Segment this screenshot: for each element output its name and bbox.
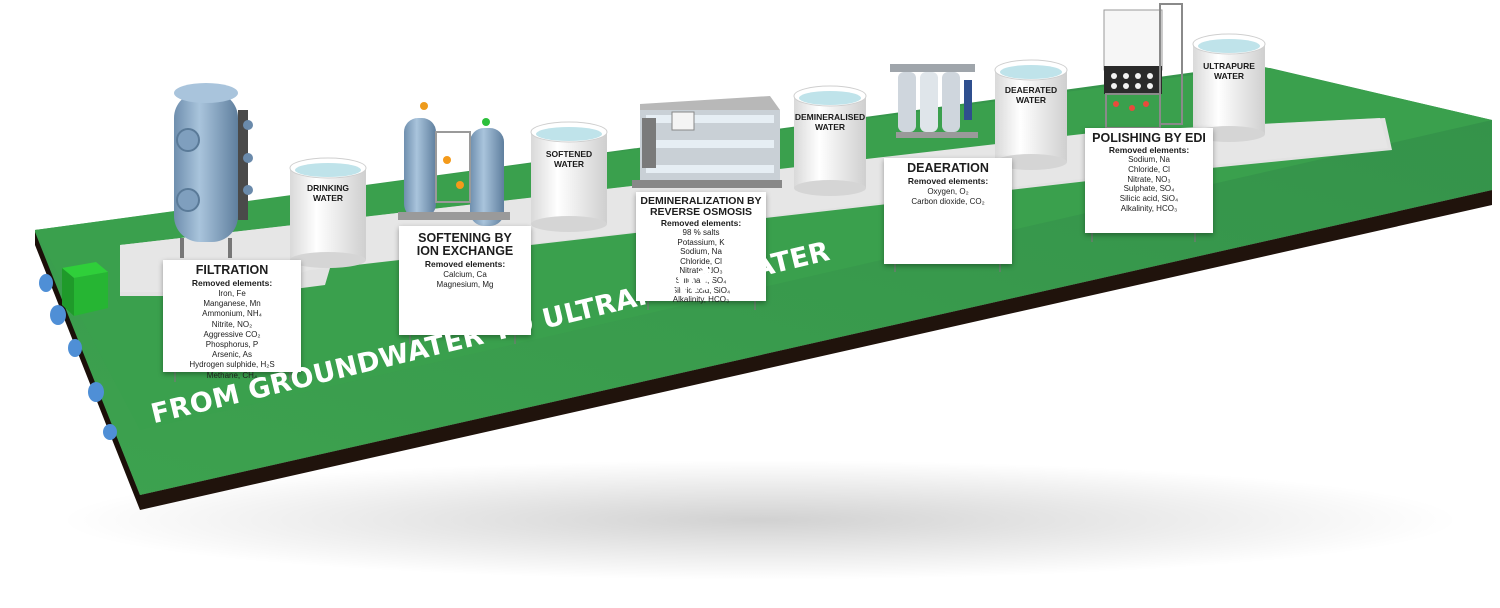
sign-heading: DEAERATION	[907, 161, 989, 175]
softening-vessels	[398, 102, 510, 226]
element-item: Phosphorus, P	[205, 340, 259, 350]
sign-heading: DEMINERALIZATION BY REVERSE OSMOSIS	[640, 195, 762, 218]
element-item: Sulphate, SO₄	[1123, 184, 1175, 194]
removed-label: Removed elements:	[1108, 145, 1190, 155]
soil-left-side	[35, 230, 140, 510]
element-list: Oxygen, O₂ Carbon dioxide, CO₂	[888, 187, 1008, 207]
sign-posts	[174, 233, 1196, 382]
sign-demineralization: DEMINERALIZATION BY REVERSE OSMOSIS Remo…	[636, 192, 766, 304]
element-item: Chloride, Cl	[1128, 164, 1170, 174]
element-item: Manganese, Mn	[203, 299, 261, 309]
element-item: Chloride, Cl	[680, 256, 722, 266]
element-list: Sodium, Na Chloride, Cl Nitrate, NO₃ Sul…	[1089, 155, 1209, 214]
sign-polishing: POLISHING BY EDI Removed elements: Sodiu…	[1085, 128, 1213, 233]
sign-deaeration: DEAERATION Removed elements: Oxygen, O₂ …	[884, 158, 1012, 264]
element-item: Sulphate, SO₄	[675, 275, 727, 285]
sign-filtration: FILTRATION Removed elements: Iron, Fe Ma…	[163, 260, 301, 380]
element-item: Calcium, Ca	[443, 270, 487, 279]
tank-deaerated	[994, 59, 1068, 170]
tank-label-drinking: DRINKING WATER	[306, 183, 350, 203]
tank-demineralised	[793, 85, 867, 196]
element-item: Alkalinity, HCO₃	[672, 295, 730, 305]
element-list: Iron, Fe Manganese, Mn Ammonium, NH₄ Nit…	[167, 289, 297, 381]
element-item: Ammonium, NH₄	[202, 309, 262, 319]
sign-heading: POLISHING BY EDI	[1092, 131, 1206, 145]
element-item: Nitrate, NO₃	[1127, 174, 1171, 184]
element-item: Silicic acid, SiO₄	[671, 285, 731, 295]
sign-softening: SOFTENING BY ION EXCHANGE Removed elemen…	[399, 226, 531, 335]
removed-label: Removed elements:	[660, 218, 742, 228]
element-list: Calcium, Ca Magnesium, Mg	[403, 270, 527, 290]
element-item: Hydrogen sulphide, H₂S	[189, 360, 275, 370]
removed-label: Removed elements:	[907, 176, 989, 186]
filtration-vessel	[174, 83, 253, 258]
element-item: Oxygen, O₂	[927, 187, 969, 196]
tank-label-demineralised: DEMINERALISED WATER	[794, 112, 866, 132]
element-item: Methane, CH₄	[206, 370, 258, 380]
sign-heading: FILTRATION	[195, 263, 269, 277]
tank-ultrapure	[1192, 33, 1266, 142]
removed-label: Removed elements:	[424, 259, 506, 269]
removed-label: Removed elements:	[191, 278, 273, 288]
element-item: Carbon dioxide, CO₂	[911, 197, 985, 207]
element-item: Nitrate, NO₃	[679, 266, 723, 276]
element-list: 98 % salts Potassium, K Sodium, Na Chlor…	[640, 228, 762, 305]
tank-label-softened: SOFTENED WATER	[545, 149, 593, 169]
element-item: Iron, Fe	[218, 289, 246, 298]
element-item: Nitrite, NO₂	[211, 319, 253, 329]
reverse-osmosis-skid	[632, 96, 782, 188]
tank-label-deaerated: DEAERATED WATER	[1004, 85, 1058, 105]
element-item: Aggressive CO₂	[203, 329, 261, 339]
element-item: Silicic acid, SiO₄	[1119, 194, 1179, 204]
ground-shadow	[60, 460, 1460, 580]
tank-softened	[530, 121, 608, 232]
element-item: Sodium, Na	[680, 247, 722, 257]
edi-cabinet	[1103, 3, 1183, 129]
element-item: 98 % salts	[682, 228, 720, 237]
soil-bottom-edge	[140, 190, 1492, 510]
element-item: Sodium, Na	[1128, 155, 1170, 164]
element-item: Alkalinity, HCO₃	[1120, 203, 1178, 213]
groundwater-pockets	[39, 274, 117, 440]
element-item: Arsenic, As	[211, 350, 252, 360]
sign-heading: SOFTENING BY ION EXCHANGE	[416, 231, 514, 258]
well-box	[62, 262, 108, 316]
element-item: Magnesium, Mg	[436, 280, 494, 290]
deaeration-unit	[890, 64, 978, 138]
tank-drinking	[289, 157, 367, 268]
tank-label-ultrapure: ULTRAPURE WATER	[1203, 61, 1255, 81]
element-item: Potassium, K	[677, 237, 725, 247]
